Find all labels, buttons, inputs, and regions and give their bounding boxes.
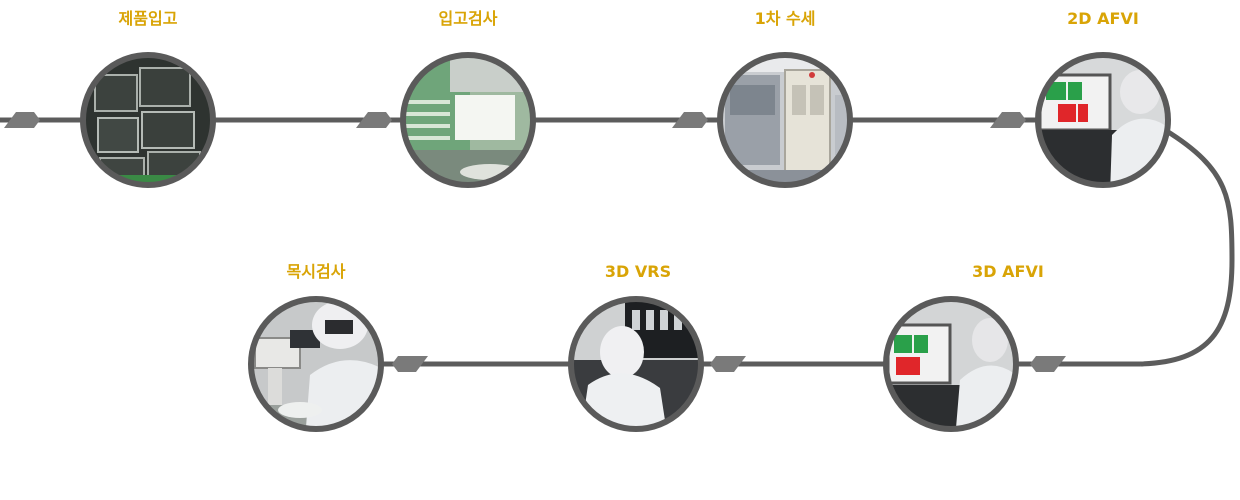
arrow-icon (990, 112, 1026, 128)
step-7-label: 목시검사 (286, 262, 346, 281)
step-3-photo (717, 52, 853, 188)
step-5-label: 3D AFVI (972, 262, 1044, 281)
arrow-icon (392, 356, 428, 372)
step-6-label: 3D VRS (604, 262, 672, 281)
step-1-photo (80, 52, 216, 188)
step-5-photo (883, 296, 1019, 432)
step-2-photo (400, 52, 536, 188)
step-4-label: 2D AFVI (1067, 9, 1139, 28)
arrow-icon (1030, 356, 1066, 372)
step-2-label: 입고검사 (438, 9, 498, 28)
flow-arrows (4, 112, 1066, 372)
step-6-photo (568, 296, 704, 432)
step-7-photo (248, 296, 384, 432)
arrow-icon (356, 112, 392, 128)
step-3-label: 1차 수세 (754, 9, 816, 28)
step-4-photo (1035, 52, 1171, 188)
step-1-label: 제품입고 (118, 9, 178, 28)
arrow-icon (710, 356, 746, 372)
arrow-icon (4, 112, 40, 128)
arrow-icon (672, 112, 708, 128)
